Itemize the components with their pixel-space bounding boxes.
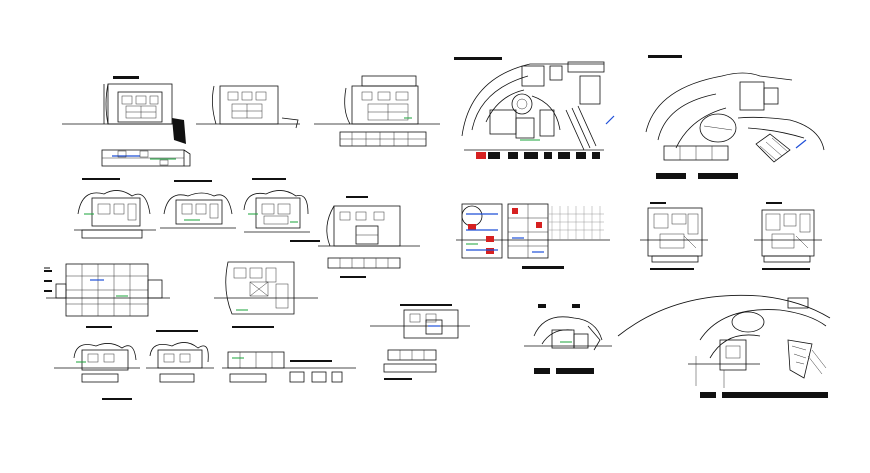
site-plan-west bbox=[645, 55, 825, 179]
site-plan-east bbox=[454, 57, 615, 159]
floor-plan-right-a bbox=[640, 202, 708, 270]
floor-plan-row2-c bbox=[243, 178, 320, 242]
elevation-front-a bbox=[62, 76, 191, 167]
structural-grid-plan bbox=[44, 263, 198, 332]
small-plans-row4 bbox=[54, 342, 356, 400]
section-colored bbox=[456, 203, 610, 269]
elevation-front-b bbox=[196, 85, 300, 129]
upper-floor-plan bbox=[214, 261, 318, 328]
elevation-side bbox=[314, 75, 440, 147]
large-site-plan bbox=[617, 294, 831, 398]
elevation-row2 bbox=[318, 196, 420, 278]
detail-elevation bbox=[370, 304, 470, 380]
floor-plan-row2-b bbox=[160, 180, 236, 229]
floor-plan-right-b bbox=[754, 202, 822, 270]
compact-site-plan bbox=[524, 304, 612, 374]
floor-plan-row2-a bbox=[74, 178, 156, 239]
